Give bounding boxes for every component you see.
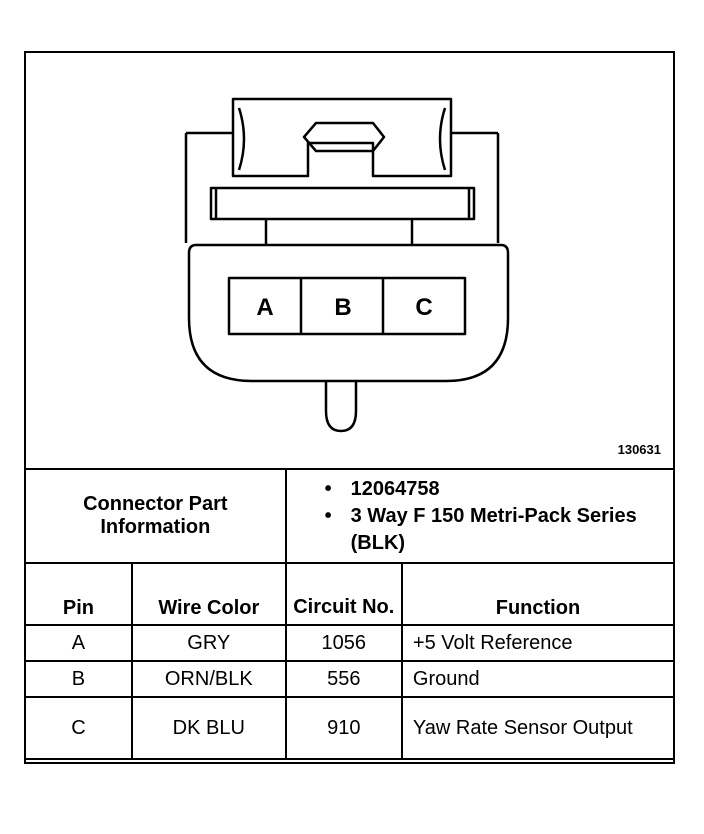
circuit-header: Circuit No. [284, 562, 403, 626]
figure-number: 130631 [617, 442, 661, 457]
table-row: B ORN/BLK 556 Ground [24, 660, 676, 698]
connector-part-info-values: 12064758 3 Way F 150 Metri-Pack Series (… [284, 468, 676, 564]
function-cell: Ground [400, 660, 676, 698]
connector-part-info-label: Connector Part Information [24, 468, 287, 564]
wire-color-cell: DK BLU [130, 696, 287, 760]
function-header: Function [400, 562, 676, 626]
pin-cavity-box [227, 276, 467, 336]
connector-body [187, 243, 510, 383]
table-row: C DK BLU 910 Yaw Rate Sensor Output [24, 696, 676, 760]
pin-cell: C [24, 696, 133, 760]
pin-cell: A [24, 624, 133, 662]
circuit-cell: 1056 [284, 624, 403, 662]
wire-color-cell: ORN/BLK [130, 660, 287, 698]
connector-drawing: A B C [184, 97, 510, 433]
header-row: Pin Wire Color Circuit No. Function [24, 562, 676, 626]
wire-color-header: Wire Color [130, 562, 287, 626]
pin-cell: B [24, 660, 133, 698]
table-row: A GRY 1056 +5 Volt Reference [24, 624, 676, 662]
connector-key [324, 381, 358, 433]
info-row: Connector Part Information 12064758 3 Wa… [24, 468, 676, 564]
pin-label-c: C [415, 294, 432, 321]
circuit-cell: 556 [284, 660, 403, 698]
wire-color-cell: GRY [130, 624, 287, 662]
pin-label-b: B [334, 294, 351, 321]
pin-label-a: A [256, 294, 273, 321]
function-cell: +5 Volt Reference [400, 624, 676, 662]
pin-header: Pin [24, 562, 133, 626]
connector-info-table: Connector Part Information 12064758 3 Wa… [24, 468, 676, 760]
connector-top-cap [231, 97, 453, 178]
circuit-cell: 910 [284, 696, 403, 760]
part-number: 12064758 [325, 476, 663, 503]
part-description: 3 Way F 150 Metri-Pack Series (BLK) [325, 503, 663, 557]
diagram-frame: A B C 130631 Connector Part Information … [24, 51, 676, 764]
function-cell: Yaw Rate Sensor Output [400, 696, 676, 760]
